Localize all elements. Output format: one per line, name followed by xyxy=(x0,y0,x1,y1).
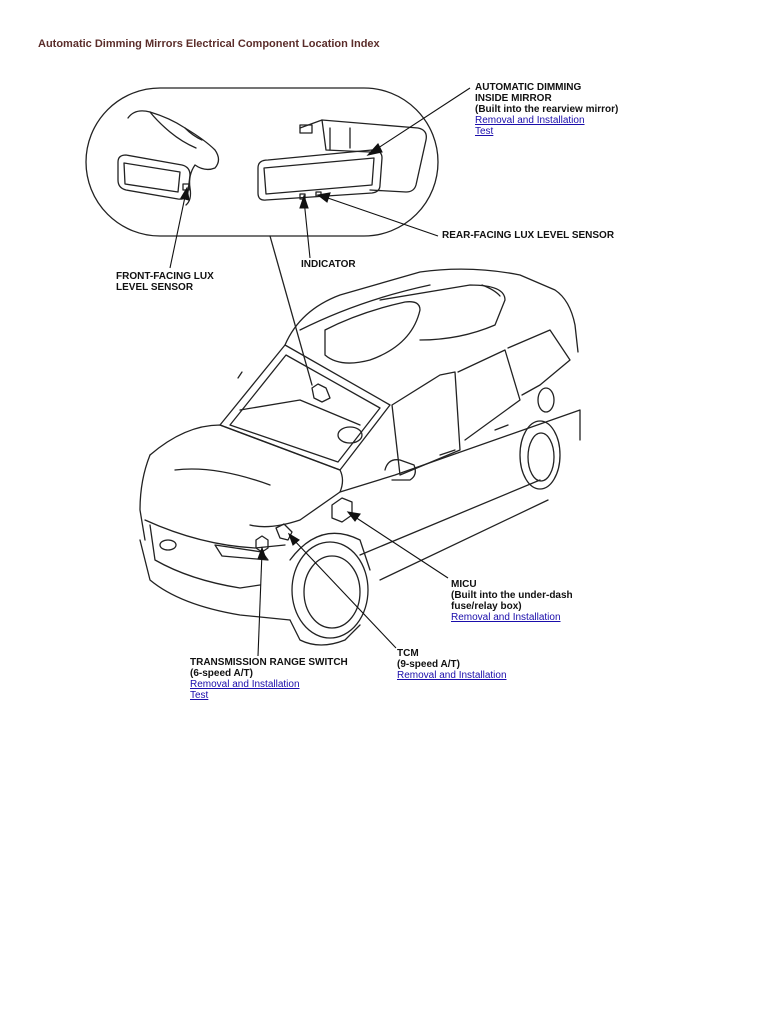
link-micu-removal-installation[interactable]: Removal and Installation xyxy=(451,612,561,623)
callout-rear-lux-sensor: REAR-FACING LUX LEVEL SENSOR xyxy=(442,230,614,241)
callout-front-lux-sensor: FRONT-FACING LUX LEVEL SENSOR xyxy=(116,271,214,293)
callout-auto-dimming-mirror: AUTOMATIC DIMMING INSIDE MIRROR (Built i… xyxy=(475,82,618,137)
vehicle-illustration xyxy=(139,268,581,646)
callout-micu: MICU (Built into the under-dash fuse/rel… xyxy=(451,579,573,623)
page-title: Automatic Dimming Mirrors Electrical Com… xyxy=(38,38,380,50)
link-mirror-removal-installation[interactable]: Removal and Installation xyxy=(475,115,585,126)
label-micu: MICU (Built into the under-dash fuse/rel… xyxy=(451,579,573,612)
link-trs-test[interactable]: Test xyxy=(190,690,209,701)
link-trs-removal-installation[interactable]: Removal and Installation xyxy=(190,679,300,690)
link-mirror-test[interactable]: Test xyxy=(475,126,494,137)
link-tcm-removal-installation[interactable]: Removal and Installation xyxy=(397,670,507,681)
label-transmission-range-switch: TRANSMISSION RANGE SWITCH (6-speed A/T) xyxy=(190,657,348,679)
label-front-lux-sensor: FRONT-FACING LUX LEVEL SENSOR xyxy=(116,271,214,293)
callout-indicator: INDICATOR xyxy=(301,259,356,270)
label-indicator: INDICATOR xyxy=(301,259,356,270)
mirror-left-illustration xyxy=(117,154,191,200)
hand-illustration xyxy=(127,110,220,206)
label-auto-dimming-mirror: AUTOMATIC DIMMING INSIDE MIRROR (Built i… xyxy=(475,82,619,115)
label-rear-lux-sensor: REAR-FACING LUX LEVEL SENSOR xyxy=(442,230,615,241)
mirror-right-illustration xyxy=(257,149,383,201)
callout-tcm: TCM (9-speed A/T) Removal and Installati… xyxy=(397,648,507,681)
label-tcm: TCM (9-speed A/T) xyxy=(397,648,460,670)
mirror-inset-frame xyxy=(85,87,439,237)
mirror-mount-illustration xyxy=(299,119,427,193)
callout-transmission-range-switch: TRANSMISSION RANGE SWITCH (6-speed A/T) … xyxy=(190,657,348,701)
